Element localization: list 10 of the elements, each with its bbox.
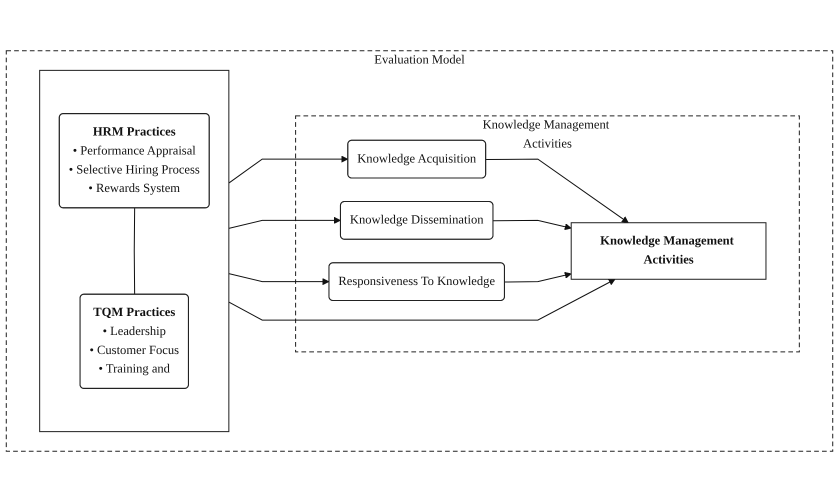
arrow [228,156,348,184]
arrow [228,273,330,286]
arrow [228,216,341,229]
connector [134,208,136,295]
node-box: Knowledge Management Activities [570,222,766,280]
arrow [486,158,629,224]
cluster [39,70,230,432]
arrow [228,278,616,321]
arrow [493,220,572,230]
arrow [504,272,572,283]
